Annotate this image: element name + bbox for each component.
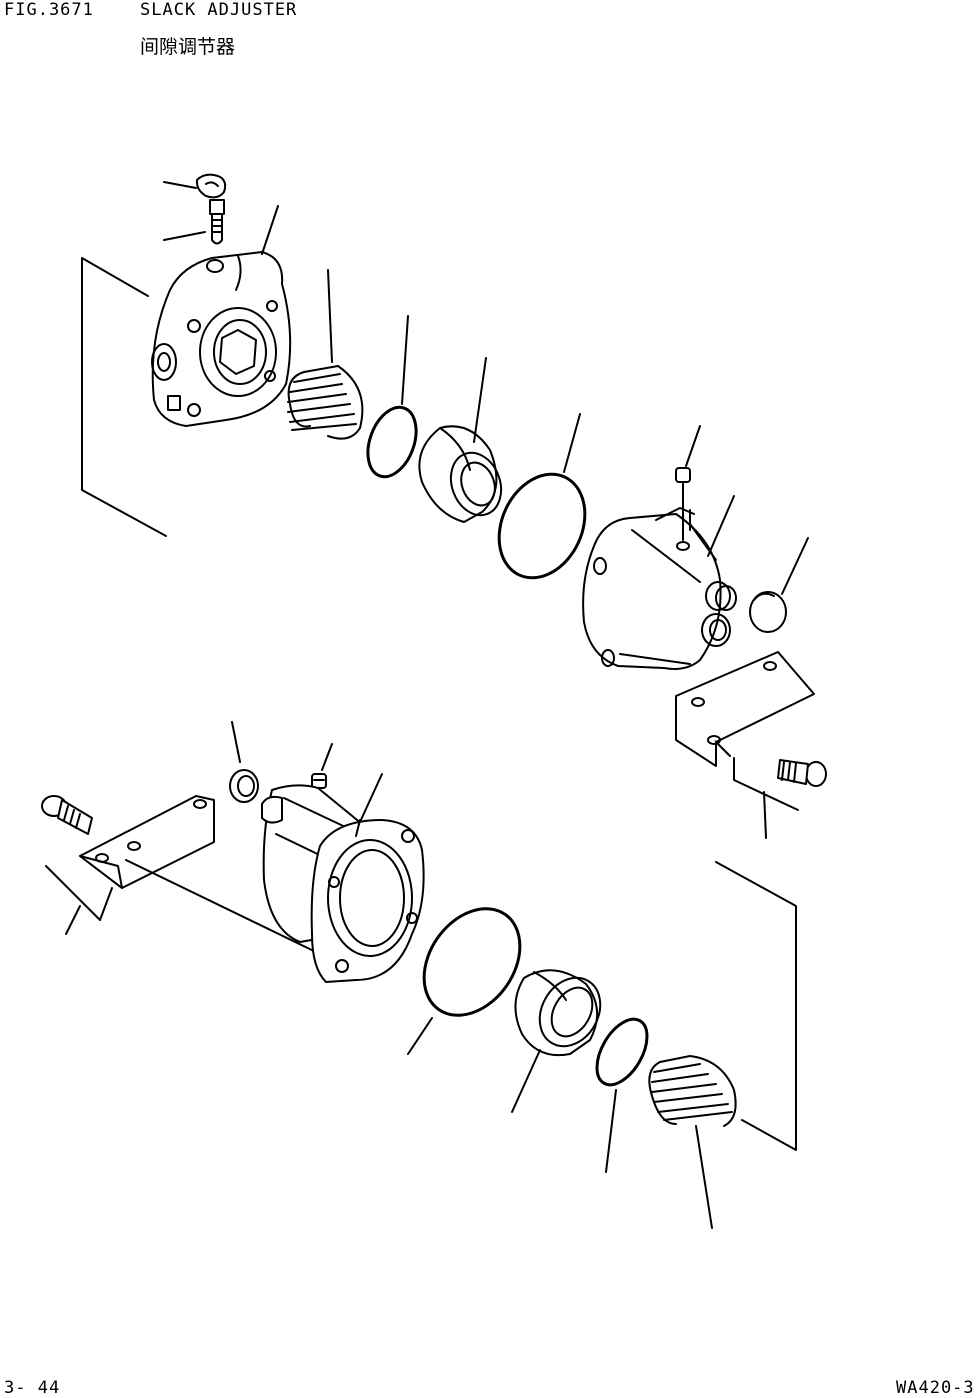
bracket-line: [125, 859, 321, 955]
leader-line: [163, 181, 197, 189]
leader-line: [473, 357, 487, 443]
cap-upper: [749, 591, 787, 633]
leader-line: [401, 315, 409, 405]
bracket-line: [715, 861, 797, 1151]
leader-line: [321, 743, 333, 771]
page-number: 3- 44: [4, 1378, 61, 1398]
leader-line: [707, 495, 735, 557]
bracket-line: [45, 865, 113, 921]
o-ring-small-upper: [366, 405, 418, 479]
indicator-pin-lower: [311, 773, 327, 789]
leader-line: [65, 905, 81, 935]
figure-title-cn: 间隙调节器: [140, 36, 236, 58]
o-ring-large-lower: [422, 907, 522, 1017]
front-cover-housing: [151, 251, 292, 427]
bolt-upper: [777, 759, 827, 787]
indicator-pin-upper: [675, 467, 691, 551]
mounting-bracket-lower: [79, 795, 215, 889]
leader-line: [763, 791, 767, 839]
leader-line: [163, 231, 206, 241]
cylinder-body-upper: [582, 507, 737, 670]
leader-line: [327, 269, 333, 363]
leader-line: [685, 425, 701, 467]
mounting-bracket-upper: [675, 651, 815, 767]
leader-line: [359, 773, 383, 823]
o-ring-large-upper: [497, 472, 587, 580]
leader-line: [511, 1049, 541, 1113]
bleeder-cap: [195, 173, 227, 199]
piston-lower: [514, 969, 602, 1056]
leader-line: [695, 1125, 713, 1229]
bolt-lower: [41, 795, 93, 835]
spring-upper: [287, 365, 364, 440]
leader-line: [231, 721, 241, 763]
bleeder-screw: [209, 199, 225, 245]
figure-title-en: SLACK ADJUSTER: [140, 0, 298, 20]
piston-upper: [418, 425, 503, 523]
bracket-line: [81, 257, 167, 537]
cylinder-body-lower: [261, 784, 425, 983]
o-ring-small-lower: [595, 1017, 649, 1087]
leader-line: [781, 537, 809, 595]
leader-line: [563, 413, 581, 473]
cap-lower: [229, 769, 259, 803]
model-code: WA420-3: [896, 1378, 975, 1398]
spring-lower: [648, 1055, 737, 1127]
leader-line: [605, 1089, 617, 1173]
leader-line: [261, 205, 279, 255]
leader-line: [407, 1017, 433, 1055]
figure-number: FIG.3671: [4, 0, 94, 20]
bracket-line: [733, 757, 799, 811]
